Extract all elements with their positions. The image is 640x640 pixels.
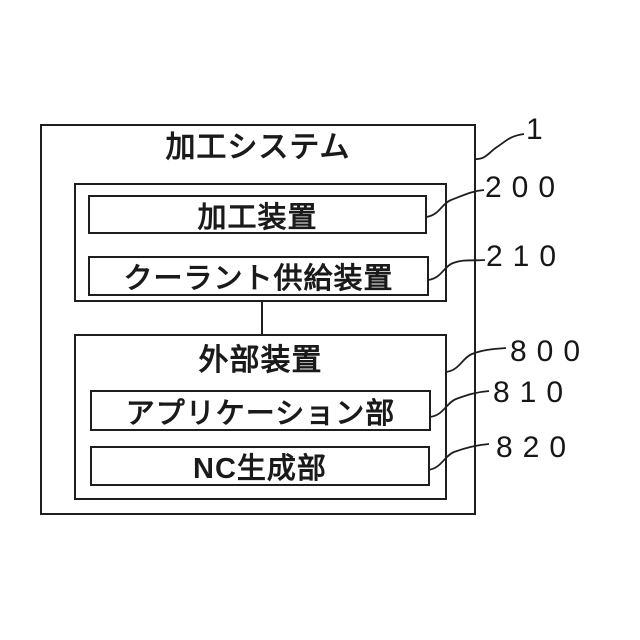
machining-device-label: 加工装置 <box>197 201 318 234</box>
machining-system-title: 加工システム <box>165 131 351 164</box>
application-unit-label: アプリケーション部 <box>125 397 396 430</box>
external-device-title: 外部装置 <box>198 344 323 377</box>
ref-label-1: 1 <box>526 113 553 146</box>
ref-label-800: 800 <box>510 335 591 368</box>
machining-group-box <box>74 183 447 302</box>
machining-device-box: 加工装置 <box>88 195 427 234</box>
machining-system-box <box>40 124 476 515</box>
ref-label-210: 210 <box>486 240 567 273</box>
ref-label-810: 810 <box>493 376 574 409</box>
ref-label-820: 820 <box>496 431 577 464</box>
nc-generation-unit-box: NC生成部 <box>90 446 430 486</box>
ref-label-200: 200 <box>485 171 566 204</box>
coolant-supply-device-box: クーラント供給装置 <box>88 256 429 296</box>
coolant-supply-device-label: クーラント供給装置 <box>123 263 394 295</box>
nc-generation-unit-label: NC生成部 <box>193 453 327 485</box>
leader-line-ref-1 <box>473 133 525 160</box>
application-unit-box: アプリケーション部 <box>90 390 431 431</box>
